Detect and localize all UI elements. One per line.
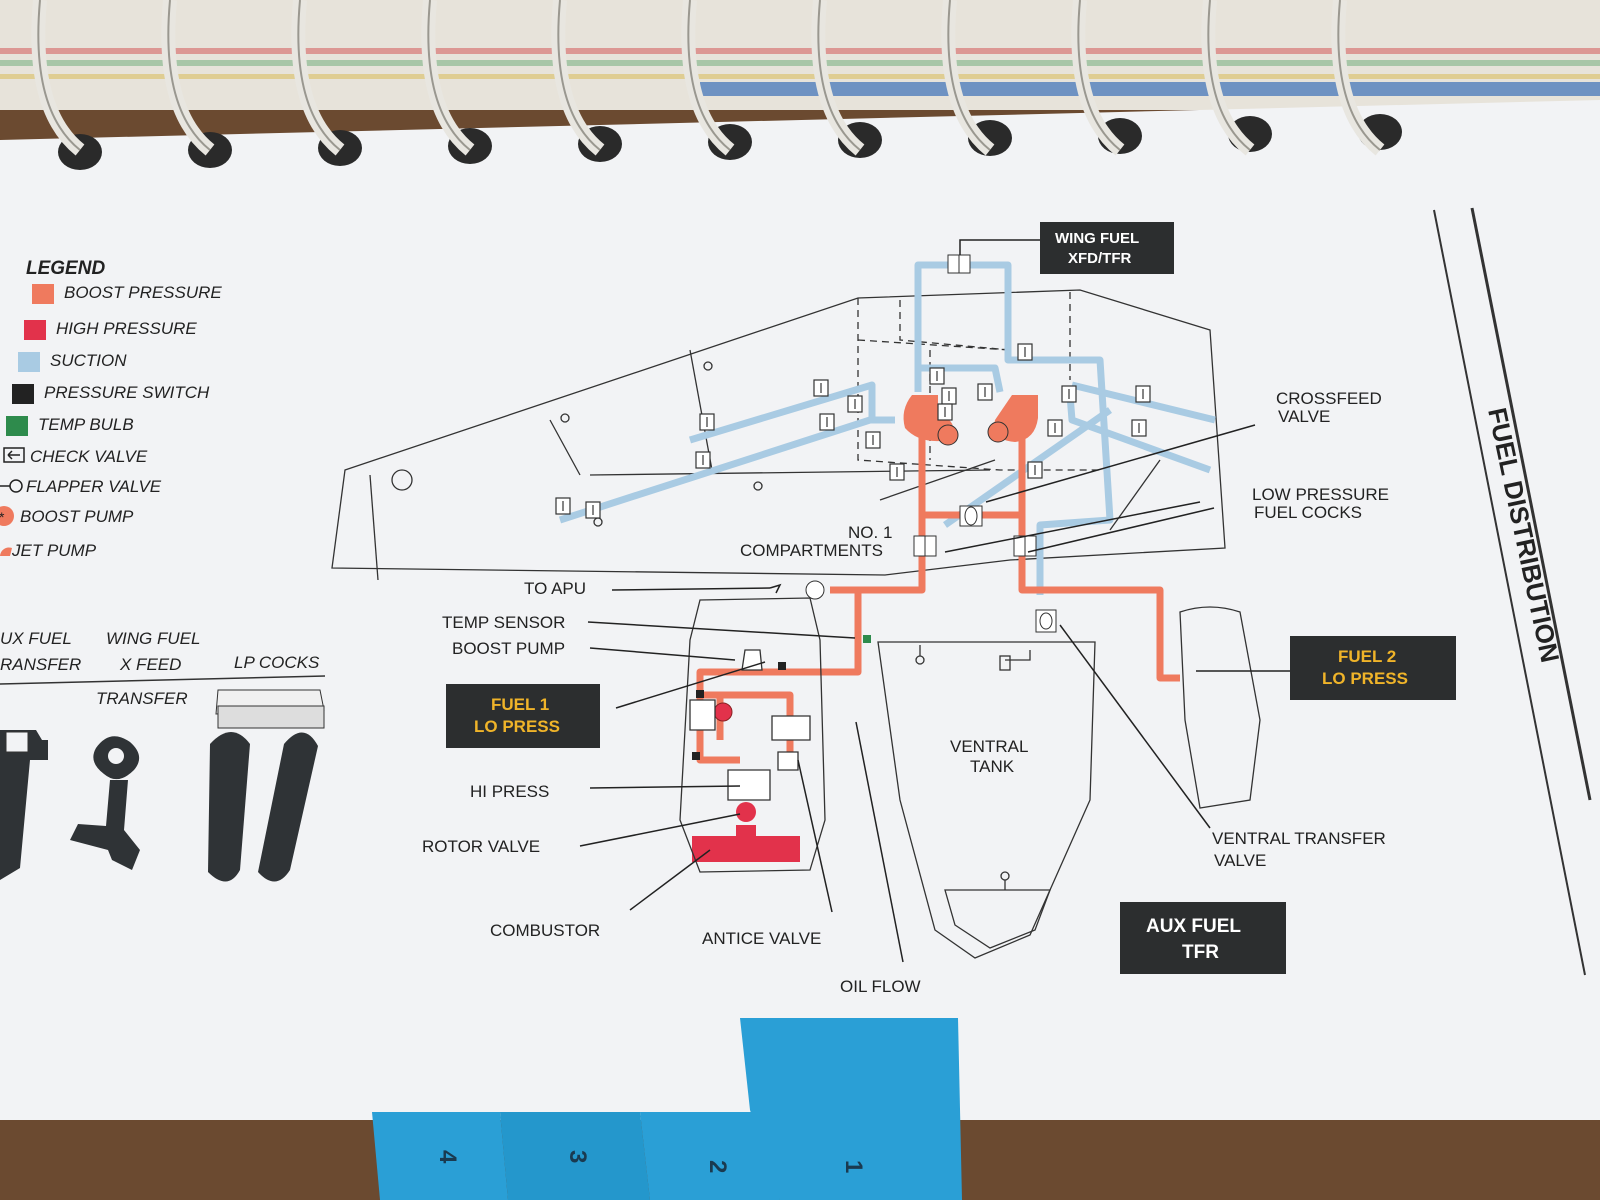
label-temp-sensor: TEMP SENSOR (442, 613, 565, 632)
svg-text:LO PRESS: LO PRESS (1322, 669, 1408, 688)
legend-label-jet-pump: JET PUMP (11, 541, 97, 560)
check-valves (555, 343, 1151, 519)
label-lp-fuel-cocks-1: LOW PRESSURE (1252, 485, 1389, 504)
ventral-tank-label-1: VENTRAL (950, 737, 1028, 756)
legend-swatch-high (24, 320, 46, 340)
legend-swatch-temp-bulb (6, 416, 28, 436)
svg-text:TFR: TFR (1182, 942, 1219, 963)
hp-pump-symbol (713, 702, 733, 722)
page (0, 100, 1600, 1120)
spiral-binding (31, 0, 1402, 170)
combustor-block (692, 836, 800, 862)
control-panel: UX FUEL RANSFER WING FUEL X FEED LP COCK… (0, 629, 326, 882)
legend: LEGEND BOOST PRESSURE HIGH PRESSURE SUCT… (0, 258, 222, 560)
ventral-transfer-valve-symbol (1035, 609, 1057, 633)
crossfeed-valve-symbol (959, 505, 983, 527)
label-crossfeed-valve-2: VALVE (1278, 407, 1330, 426)
label-lp-fuel-cocks-2: FUEL COCKS (1254, 503, 1362, 522)
tab-4[interactable]: 4 (434, 1150, 461, 1164)
legend-label-pressure-switch: PRESSURE SWITCH (44, 383, 210, 402)
legend-label-suction: SUCTION (50, 351, 127, 370)
label-ventral-transfer-1: VENTRAL TRANSFER (1212, 829, 1386, 848)
legend-swatch-suction (18, 352, 40, 372)
rotor-valve-symbol (736, 802, 756, 822)
legend-label-temp-bulb: TEMP BULB (38, 415, 134, 434)
lp-cocks-levers[interactable] (208, 689, 325, 882)
boost-pump-icon: * (0, 506, 14, 526)
check-valve-icon (3, 447, 25, 463)
tab-2[interactable]: 2 (704, 1160, 731, 1173)
label-boost-pump: BOOST PUMP (452, 639, 565, 658)
caption-aux-fuel-tfr: AUX FUEL TFR (1120, 902, 1286, 974)
label-no1-compartments-1: NO. 1 (848, 523, 892, 542)
svg-text:FUEL 2: FUEL 2 (1338, 647, 1396, 666)
svg-text:LO PRESS: LO PRESS (474, 717, 560, 736)
caption-fuel-1-lo-press: FUEL 1 LO PRESS (446, 684, 600, 748)
svg-text:FUEL 1: FUEL 1 (491, 695, 549, 714)
leader-lines (579, 239, 1290, 963)
panel-label-wing-fuel-1: WING FUEL (106, 629, 200, 648)
panel-label-transfer: TRANSFER (96, 689, 188, 708)
legend-label-boost: BOOST PRESSURE (64, 283, 222, 302)
panel-label-aux-fuel-1: UX FUEL (0, 629, 72, 648)
svg-text:AUX FUEL: AUX FUEL (1146, 916, 1241, 937)
svg-text:*: * (0, 509, 5, 525)
caption-fuel-2-lo-press: FUEL 2 LO PRESS (1290, 636, 1456, 700)
engine-outline (679, 597, 826, 873)
jet-pump-icon (0, 547, 12, 556)
legend-label-check-valve: CHECK VALVE (30, 447, 148, 466)
flapper-valve-icon (0, 479, 23, 493)
label-to-apu: TO APU (524, 579, 586, 598)
label-combustor: COMBUSTOR (490, 921, 600, 940)
legend-swatch-boost (32, 284, 54, 304)
lp-cock-left-symbol (913, 535, 937, 557)
svg-text:XFD/TFR: XFD/TFR (1068, 250, 1131, 267)
wing-fuel-xfeed-knob[interactable] (70, 736, 140, 870)
label-ventral-transfer-2: VALVE (1214, 851, 1266, 870)
label-crossfeed-valve-1: CROSSFEED (1276, 389, 1382, 408)
legend-label-boost-pump: BOOST PUMP (20, 507, 134, 526)
wing-fuel-xfd-valve (947, 254, 971, 274)
ventral-tank-outline (877, 641, 1096, 959)
label-no1-compartments-2: COMPARTMENTS (740, 541, 883, 560)
tab-1[interactable]: 1 (840, 1160, 867, 1173)
ventral-tank-label-2: TANK (970, 757, 1015, 776)
legend-heading: LEGEND (26, 258, 105, 279)
tab-3[interactable]: 3 (564, 1150, 591, 1163)
label-rotor-valve: ROTOR VALVE (422, 837, 540, 856)
label-antice-valve: ANTICE VALVE (702, 929, 821, 948)
tab-dividers: 4 3 2 1 (372, 1018, 962, 1200)
left-wing-boost-pump (903, 395, 959, 446)
legend-label-flapper-valve: FLAPPER VALVE (26, 477, 162, 496)
label-hi-press: HI PRESS (470, 782, 549, 801)
lp-cock-right-symbol (1013, 535, 1037, 557)
apu-valve-symbol (805, 580, 825, 600)
aux-fuel-transfer-switch[interactable] (0, 730, 48, 880)
right-engine-outline (1179, 606, 1261, 809)
svg-text:WING FUEL: WING FUEL (1055, 230, 1139, 247)
label-oil-flow: OIL FLOW (840, 977, 921, 996)
right-wing-boost-pump (987, 395, 1038, 443)
panel-label-lp-cocks: LP COCKS (234, 653, 320, 672)
panel-label-wing-fuel-2: X FEED (119, 655, 181, 674)
legend-swatch-pressure-switch (12, 384, 34, 404)
caption-wing-fuel-xfd: WING FUEL XFD/TFR (1040, 222, 1174, 274)
panel-label-aux-fuel-2: RANSFER (0, 655, 81, 674)
legend-label-high: HIGH PRESSURE (56, 319, 197, 338)
pressure-switches (692, 662, 786, 760)
temp-sensor-symbol (863, 635, 871, 643)
